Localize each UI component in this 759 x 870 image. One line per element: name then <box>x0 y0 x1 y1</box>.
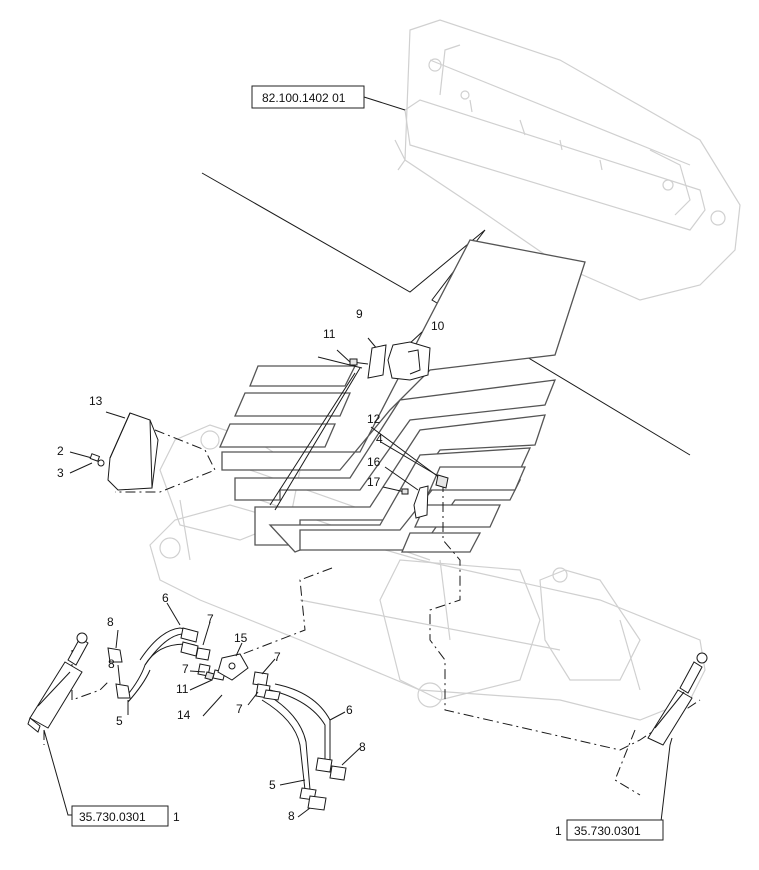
hose-assembly-left <box>107 627 226 703</box>
callout-leaders <box>43 96 673 831</box>
reference-left[interactable]: 35.730.0301 1 <box>71 805 180 827</box>
reference-qty-right: 1 <box>555 824 562 838</box>
callout-labels: 9 10 11 13 2 3 12 4 16 17 6 8 7 15 8 7 7… <box>57 307 445 823</box>
hose-assembly-right <box>252 671 347 811</box>
callout-7-b: 7 <box>274 650 281 664</box>
part-9-plate <box>349 344 387 379</box>
reference-code-left: 35.730.0301 <box>79 810 146 824</box>
callout-4: 4 <box>376 432 383 446</box>
callout-12: 12 <box>367 412 381 426</box>
callout-6-left: 6 <box>162 591 169 605</box>
reference-box-left[interactable] <box>71 805 169 827</box>
part-2-3-bolts <box>89 453 105 467</box>
callout-8-d: 8 <box>288 809 295 823</box>
callout-7-c: 7 <box>182 662 189 676</box>
reference-code-right: 35.730.0301 <box>574 824 641 838</box>
part-12-fitting <box>435 474 449 489</box>
reference-qty-left: 1 <box>173 810 180 824</box>
reference-box-top[interactable] <box>251 85 365 109</box>
part-17-pin <box>401 488 409 495</box>
callout-16: 16 <box>367 455 381 469</box>
cylinder-left <box>27 632 89 733</box>
callout-3: 3 <box>57 466 64 480</box>
callout-9: 9 <box>356 307 363 321</box>
part-10-clamp <box>387 341 431 381</box>
reference-top[interactable]: 82.100.1402 01 <box>251 85 365 109</box>
callout-11-top: 11 <box>323 327 336 341</box>
cylinder-right <box>647 652 708 746</box>
callout-7-d: 7 <box>236 702 243 716</box>
reference-right[interactable]: 1 35.730.0301 <box>555 819 664 841</box>
callout-14: 14 <box>177 708 191 722</box>
reference-box-right[interactable] <box>566 819 664 841</box>
callout-17: 17 <box>367 475 381 489</box>
part-13-guard-cover <box>107 412 159 491</box>
part-16-bracket <box>413 485 429 519</box>
callout-15: 15 <box>234 631 248 645</box>
callout-13: 13 <box>89 394 103 408</box>
callout-8-b: 8 <box>108 657 115 671</box>
callout-10: 10 <box>431 319 445 333</box>
leader-lines <box>69 331 446 511</box>
callout-5-right: 5 <box>269 778 276 792</box>
callout-2: 2 <box>57 444 64 458</box>
callout-6-right: 6 <box>346 703 353 717</box>
callout-11-mid: 11 <box>176 682 189 696</box>
bucket-background <box>394 19 741 301</box>
callout-8-c: 8 <box>359 740 366 754</box>
reference-code-top: 82.100.1402 01 <box>262 91 346 105</box>
callout-5-left: 5 <box>116 714 123 728</box>
callout-8-a: 8 <box>107 615 114 629</box>
callout-7-a: 7 <box>207 612 214 626</box>
